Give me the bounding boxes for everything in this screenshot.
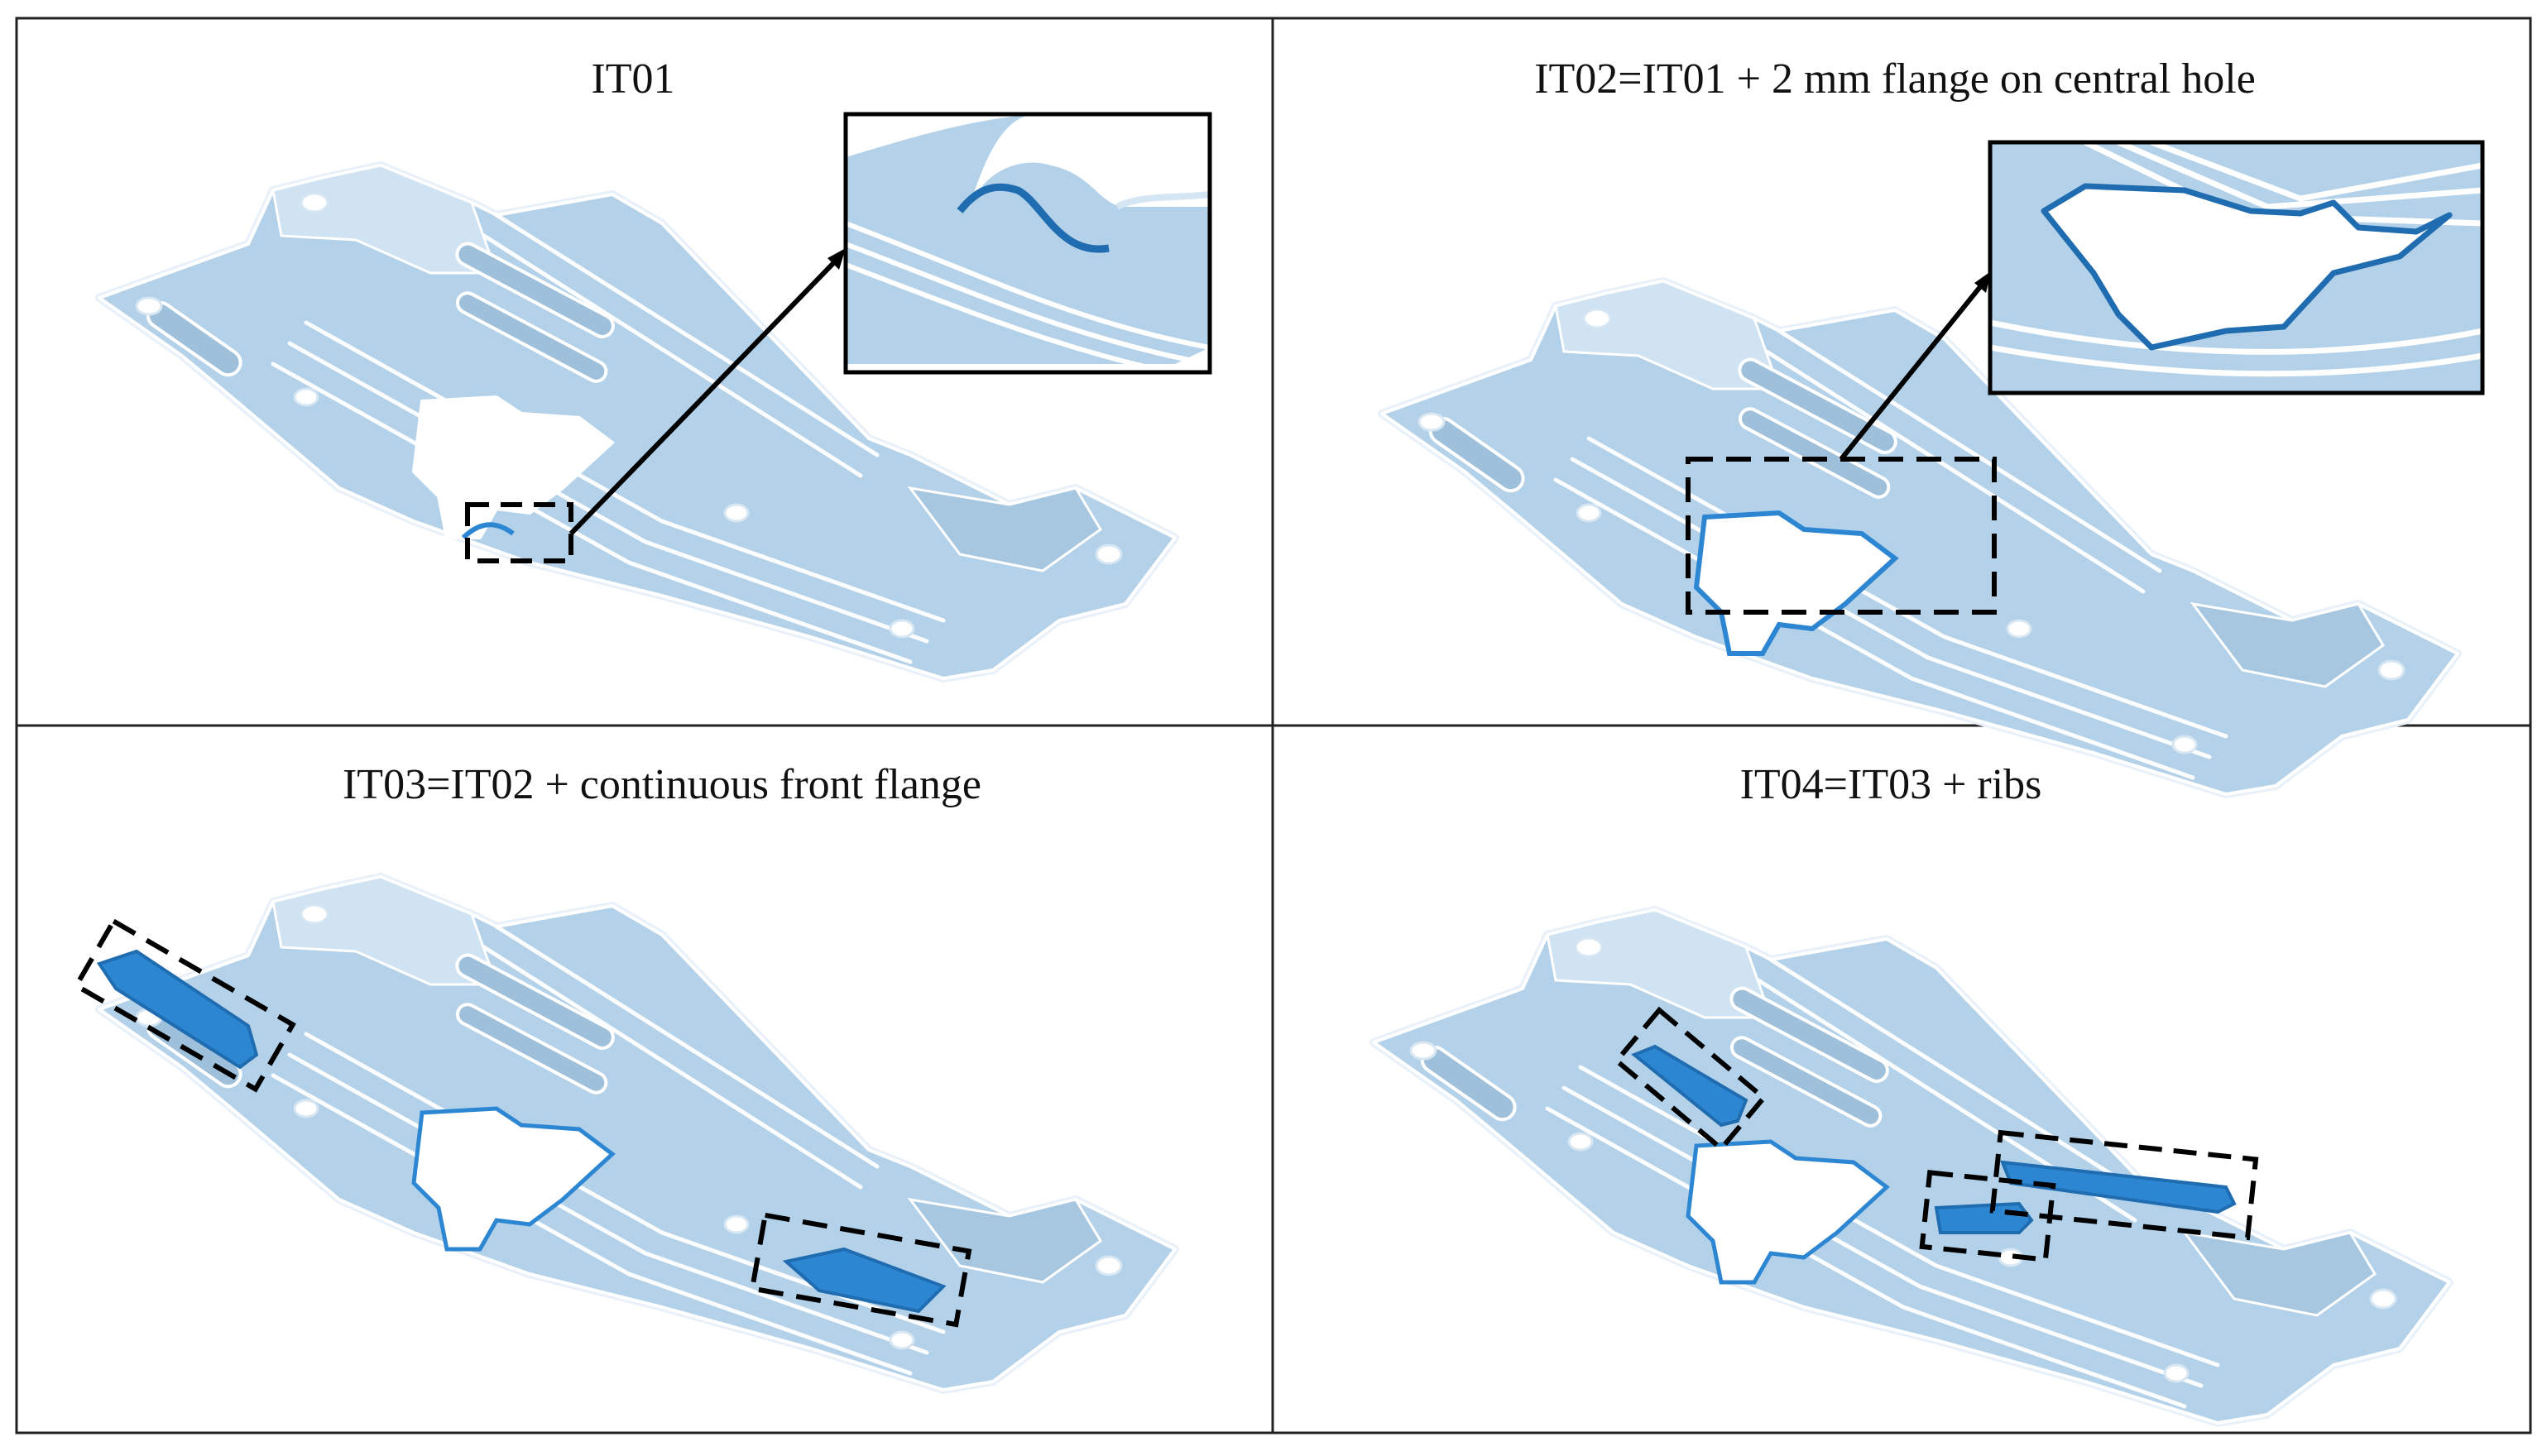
zoom-inset-it02 — [1988, 140, 2485, 395]
leader-arrow — [568, 248, 846, 536]
part-render-it01 — [99, 165, 1175, 678]
panel-title: IT02=IT01 + 2 mm flange on central hole — [1534, 55, 2256, 103]
rib-marker-box-3 — [1989, 1129, 2259, 1241]
panel-title: IT03=IT02 + continuous front flange — [343, 761, 981, 808]
panel-it02: IT02=IT01 + 2 mm flange on central hole — [1382, 55, 2485, 794]
rib-marker-box-2 — [1919, 1170, 2056, 1262]
panel-it01: IT01 — [99, 55, 1212, 678]
front-flange-highlight-left — [96, 949, 259, 1070]
panel-title: IT01 — [591, 55, 674, 103]
panel-it03: IT03=IT02 + continuous front flange — [73, 761, 1175, 1390]
part-render-it03 — [99, 877, 1175, 1390]
front-flange-highlight-right — [782, 1247, 947, 1314]
flange-marker-box-left — [73, 917, 296, 1093]
part-render-it04 — [1374, 910, 2449, 1423]
leader-arrow — [1839, 271, 1991, 461]
rib-highlight-2 — [1934, 1201, 2034, 1234]
panel-it04: IT04=IT03 + ribs — [1374, 761, 2449, 1423]
rib-highlight-1 — [1631, 1044, 1748, 1128]
panel-title: IT04=IT03 + ribs — [1740, 761, 2042, 808]
flange-marker-box-right — [749, 1212, 972, 1328]
zoom-inset-it01 — [843, 112, 1212, 375]
detail-marker-box — [465, 502, 573, 563]
